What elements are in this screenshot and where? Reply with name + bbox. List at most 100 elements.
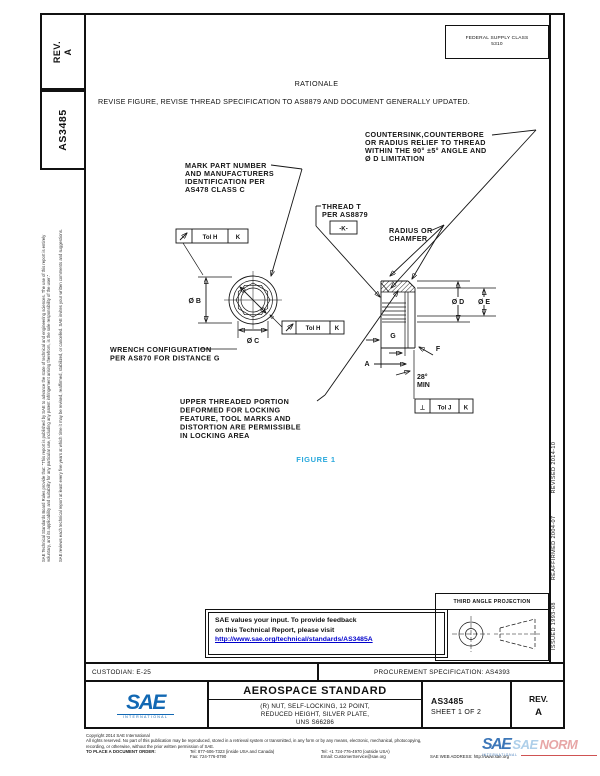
svg-text:28°: 28°	[417, 373, 428, 381]
svg-text:A: A	[364, 361, 369, 368]
disclaimer-line-1b: voluntary, and its applicability and sui…	[46, 274, 52, 562]
feedback-line-2: on this Technical Report, please visit	[215, 626, 335, 634]
left-margin-disclaimer: SAE Technical Standards Board Rules prov…	[41, 170, 64, 562]
svg-text:Tol J: Tol J	[438, 405, 452, 412]
standard-subtitle-3: UNS S66286	[295, 719, 335, 726]
svg-text:K: K	[236, 234, 241, 241]
rights-line-2: recording, or otherwise, without the pri…	[86, 743, 215, 749]
third-angle-projection-label: THIRD ANGLE PROJECTION	[436, 594, 548, 610]
svg-text:AND MANUFACTURERS: AND MANUFACTURERS	[185, 169, 274, 178]
figure-caption: FIGURE 1	[296, 455, 335, 464]
email-address: Email: CustomerService@sae.org	[321, 754, 386, 760]
runout-icon	[179, 233, 187, 241]
revision-history-dates: ISSUED 1993-08 REAFFIRMED 2004-07 REVISE…	[551, 442, 557, 650]
svg-text:DISTORTION ARE PERMISSIBLE: DISTORTION ARE PERMISSIBLE	[180, 423, 301, 432]
procurement-cell: PROCUREMENT SPECIFICATION: AS4393	[373, 668, 511, 676]
revision-value: A	[535, 706, 542, 718]
custodian-row: CUSTODIAN: E-25 PROCUREMENT SPECIFICATIO…	[84, 662, 565, 680]
standard-type-heading: AEROSPACE STANDARD	[209, 682, 421, 700]
title-block: SAE INTERNATIONAL AEROSPACE STANDARD (R)…	[84, 680, 565, 729]
watermark-sae-logo: SAE	[482, 736, 512, 753]
svg-text:DEFORMED FOR LOCKING: DEFORMED FOR LOCKING	[180, 406, 280, 415]
feedback-line-1: SAE values your input. To provide feedba…	[215, 617, 357, 624]
document-number: AS3485	[56, 109, 69, 151]
sae-logo-text: SAE	[126, 690, 166, 714]
feedback-box: SAE values your input. To provide feedba…	[205, 609, 448, 658]
svg-text:AS478 CLASS C: AS478 CLASS C	[185, 185, 245, 194]
sae-logo-subtext: INTERNATIONAL	[116, 713, 175, 719]
thread-note: THREAD T PER AS8879 -K-	[315, 202, 380, 297]
svg-text:K: K	[464, 405, 469, 412]
rev-value: A	[63, 48, 73, 55]
sae-logo: SAE INTERNATIONAL	[84, 682, 209, 729]
svg-text:RADIUS OR: RADIUS OR	[389, 226, 433, 235]
svg-text:Ø C: Ø C	[247, 338, 259, 345]
svg-text:WITHIN THE 90° ±5° ANGLE AND: WITHIN THE 90° ±5° ANGLE AND	[365, 146, 487, 155]
custodian-cell: CUSTODIAN: E-25	[84, 664, 319, 680]
perpendicularity-icon: ⊥	[420, 405, 425, 412]
watermark-sae-text: SAE	[512, 737, 538, 752]
sheet-number: SHEET 1 OF 2	[431, 708, 482, 716]
feedback-url-link[interactable]: http://www.sae.org/technical/standards/A…	[215, 636, 373, 643]
svg-text:IDENTIFICATION PER: IDENTIFICATION PER	[185, 177, 265, 186]
figure-1-drawing: MARK PART NUMBER AND MANUFACTURERS IDENT…	[110, 129, 537, 464]
wrench-configuration-note: WRENCH CONFIGURATION PER AS870 FOR DISTA…	[110, 345, 237, 363]
svg-text:Ø D: Ø D	[452, 299, 464, 306]
svg-text:PER AS870 FOR DISTANCE G: PER AS870 FOR DISTANCE G	[110, 354, 220, 363]
svg-text:Ø D LIMITATION: Ø D LIMITATION	[365, 154, 425, 163]
runout-icon	[285, 324, 293, 332]
copyright-footer: Copyright 2014 SAE International All rig…	[86, 733, 564, 759]
standard-title-cell: AEROSPACE STANDARD (R) NUT, SELF-LOCKING…	[209, 682, 423, 729]
revision-label: REV.	[528, 693, 549, 704]
standard-subtitle-1: (R) NUT, SELF-LOCKING, 12 POINT,	[260, 703, 370, 710]
supply-class-label: FEDERAL SUPPLY CLASS	[465, 35, 529, 41]
third-angle-projection-icon	[452, 616, 541, 652]
standard-subtitle-2: REDUCED HEIGHT, SILVER PLATE,	[260, 711, 370, 718]
drawing-frame	[84, 13, 565, 729]
phone-outside-usa: Tel: +1 724-776-4970 (outside USA)	[321, 748, 390, 754]
fax-number: Fax: 724-776-0790	[190, 754, 227, 760]
radius-chamfer-note: RADIUS OR CHAMFER	[389, 224, 445, 279]
svg-text:FEATURE, TOOL MARKS AND: FEATURE, TOOL MARKS AND	[180, 414, 291, 423]
rev-margin-box: REV. A	[40, 13, 86, 90]
disclaimer-line-2: SAE reviews each technical report at lea…	[58, 229, 64, 562]
issued-date: ISSUED 1993-08	[551, 602, 557, 650]
copyright-line: Copyright 2014 SAE International	[86, 733, 150, 738]
dimension-c: Ø C	[237, 321, 269, 345]
svg-text:COUNTERSINK,COUNTERBORE: COUNTERSINK,COUNTERBORE	[365, 130, 484, 139]
svg-text:G: G	[390, 333, 396, 340]
dimension-d-e: Ø D Ø E	[417, 280, 496, 323]
svg-text:WRENCH CONFIGURATION: WRENCH CONFIGURATION	[110, 345, 212, 354]
rev-label: REV.	[52, 40, 62, 63]
svg-text:IN LOCKING AREA: IN LOCKING AREA	[180, 431, 250, 440]
order-label: TO PLACE A DOCUMENT ORDER:	[86, 748, 156, 754]
watermark-divider	[520, 754, 597, 756]
revised-date: REVISED 2014-10	[551, 441, 557, 494]
svg-text:CHAMFER: CHAMFER	[389, 234, 428, 243]
datum-k-symbol: -K-	[339, 226, 347, 233]
svg-text:UPPER THREADED PORTION: UPPER THREADED PORTION	[180, 397, 289, 406]
document-number-margin-box: AS3485	[40, 90, 86, 170]
document-number-value: AS3485	[431, 695, 464, 706]
countersink-note: COUNTERSINK,COUNTERBORE OR RADIUS RELIEF…	[365, 129, 537, 288]
svg-text:Tol H: Tol H	[306, 325, 321, 332]
third-angle-projection-box: THIRD ANGLE PROJECTION	[435, 593, 549, 661]
dimension-g-f-a: G F A 28° MIN	[364, 292, 441, 389]
fcf-runout-bottom: Tol H K	[270, 315, 345, 335]
rationale-text: REVISE FIGURE, REVISE THREAD SPECIFICATI…	[98, 97, 471, 106]
svg-text:THREAD T: THREAD T	[322, 202, 361, 211]
svg-text:Ø B: Ø B	[189, 298, 201, 305]
fcf-runout-top: Tol H K	[175, 228, 249, 276]
revision-cell: REV. A	[512, 682, 565, 729]
reaffirmed-date: REAFFIRMED 2004-07	[551, 515, 557, 581]
dimension-b: Ø B	[189, 276, 232, 324]
phone-inside-usa: Tel: 877-606-7323 (inside USA and Canada…	[190, 748, 275, 754]
federal-supply-class-box: FEDERAL SUPPLY CLASS 5310	[445, 25, 549, 59]
document-number-cell: AS3485 SHEET 1 OF 2	[423, 682, 512, 729]
fcf-perpendicularity: ⊥ Tol J K	[413, 350, 474, 414]
nut-section-view	[380, 280, 416, 368]
web-address: SAE WEB ADDRESS: http://www.sae.org	[430, 754, 510, 760]
svg-text:Tol H: Tol H	[203, 234, 218, 241]
svg-text:MIN: MIN	[417, 382, 430, 389]
